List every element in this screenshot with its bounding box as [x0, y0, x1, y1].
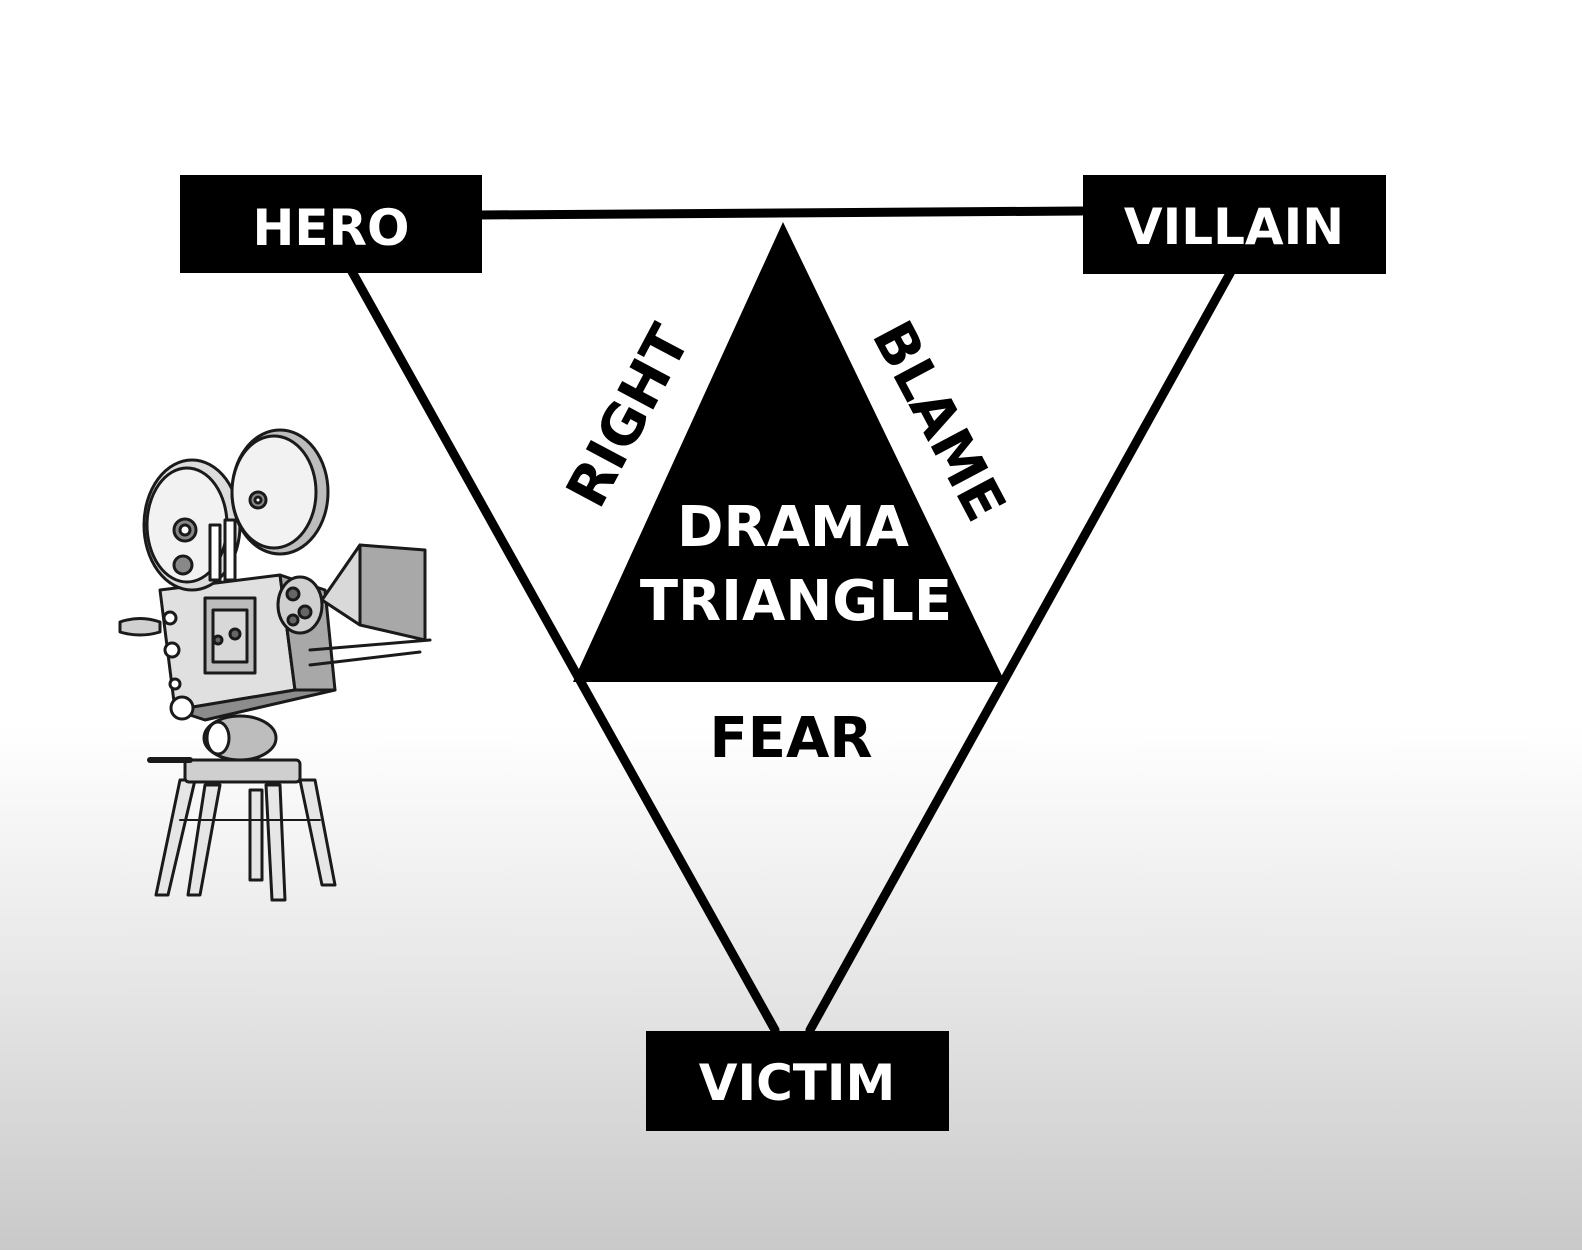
left-connector-line [345, 263, 780, 1035]
villain-label: VILLAIN [1124, 198, 1344, 256]
victim-label: VICTIM [699, 1054, 895, 1112]
villain-box: VILLAIN [1083, 175, 1386, 274]
right-connector-line [805, 263, 1238, 1035]
center-title-line2: TRIANGLE [640, 569, 952, 634]
center-title-line1: DRAMA [677, 495, 910, 560]
hero-box: HERO [180, 175, 482, 273]
fear-edge-label: FEAR [710, 706, 873, 771]
hero-label: HERO [252, 199, 409, 257]
tripod-head [183, 758, 302, 784]
top-connector-line [475, 206, 1087, 220]
inner-triangle [573, 222, 1005, 682]
victim-box: VICTIM [646, 1031, 949, 1131]
outer-triangle [345, 206, 1238, 1035]
lens [276, 575, 324, 635]
tripod [154, 778, 337, 902]
film-camera-icon [118, 428, 432, 902]
